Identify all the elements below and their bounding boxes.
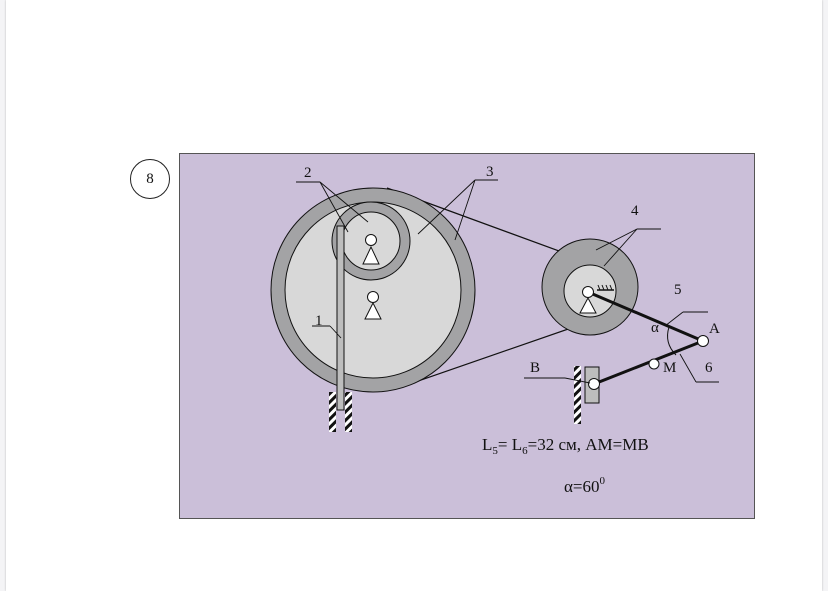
- problem-number: 8: [146, 170, 154, 187]
- label-angle-alpha: α: [651, 320, 659, 336]
- joint-b: [588, 378, 600, 390]
- label-part-2: 2: [304, 165, 312, 181]
- label-point-b: B: [530, 360, 540, 376]
- large-wheel-pivot: [364, 291, 382, 320]
- rod-6: [593, 339, 704, 386]
- rack: [329, 225, 352, 432]
- slider-b: [574, 366, 600, 424]
- label-part-4: 4: [631, 203, 639, 219]
- wheel-4-joint: [582, 286, 594, 298]
- large-wheel: [270, 187, 476, 393]
- label-part-3: 3: [486, 164, 494, 180]
- small-wheel-pivot: [362, 234, 380, 265]
- problem-number-badge: 8: [130, 159, 170, 199]
- label-part-1: 1: [315, 313, 323, 329]
- leader-lines: [296, 179, 719, 384]
- diagram-panel: [179, 153, 755, 519]
- rod-5: [587, 290, 704, 343]
- condition-lengths: L5= L6=32 см, АМ=МВ: [482, 435, 649, 457]
- angle-alpha-arc: [667, 326, 677, 356]
- condition-angle: α=600: [564, 475, 606, 496]
- joint-a: [697, 335, 709, 347]
- label-point-a: A: [709, 321, 720, 337]
- wheel-4-pivot: [579, 284, 614, 314]
- joint-m: [648, 358, 660, 370]
- label-part-5: 5: [674, 282, 682, 298]
- label-point-m: M: [663, 360, 676, 376]
- label-part-6: 6: [705, 360, 713, 376]
